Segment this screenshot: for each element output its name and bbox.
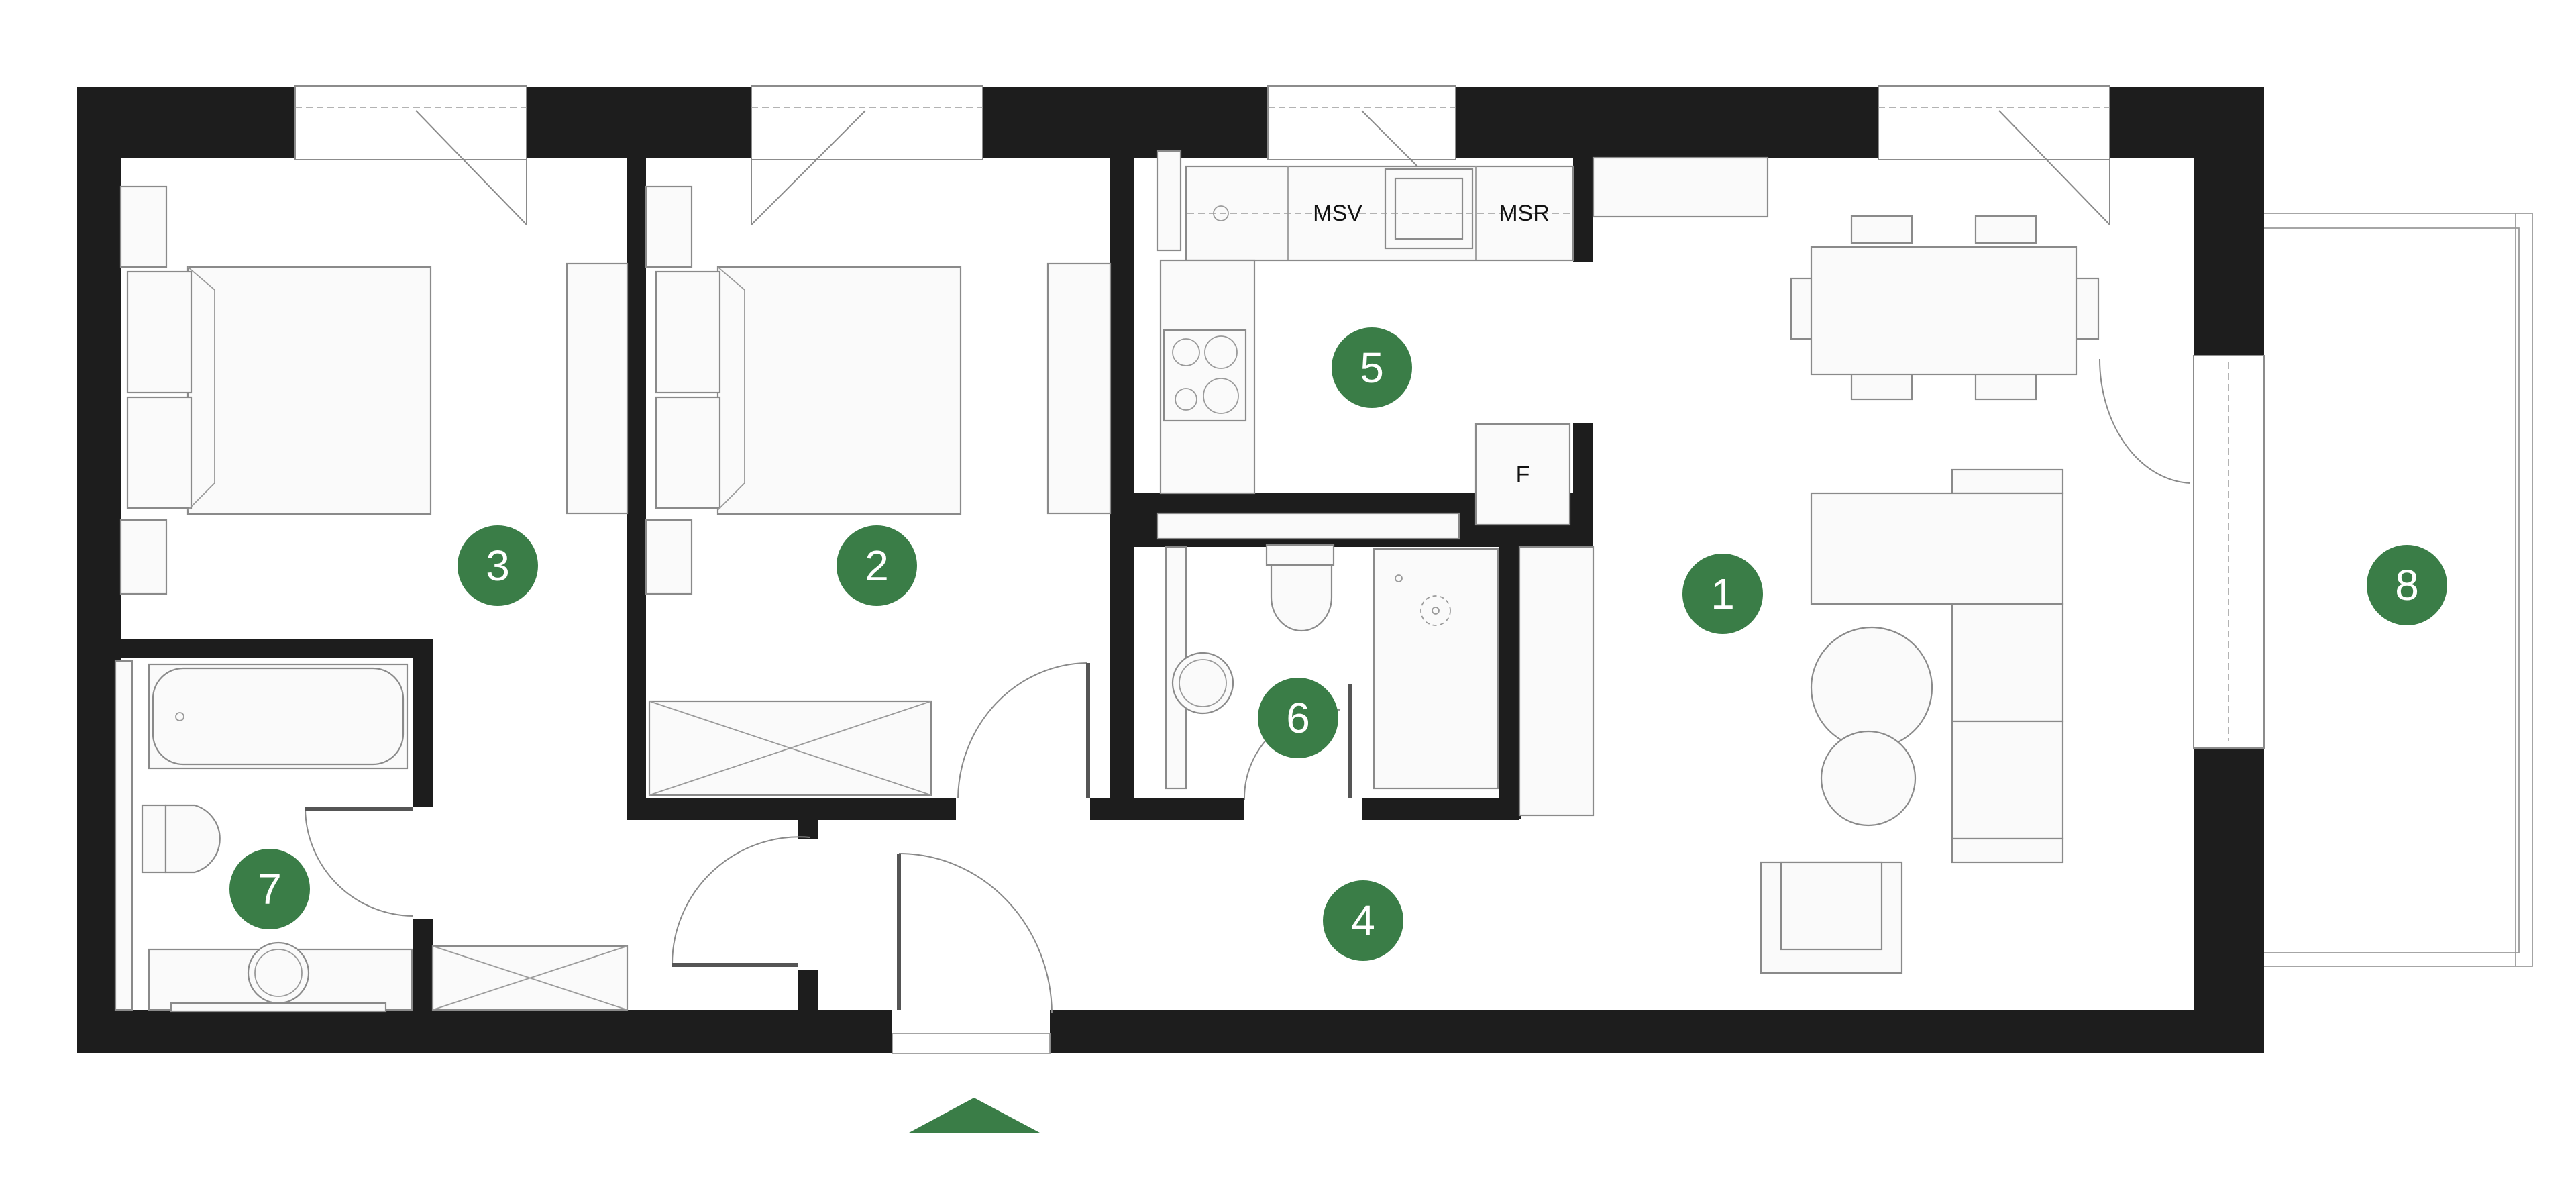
- entrance-arrow-icon: [909, 1098, 1040, 1133]
- room-badge-7: 7: [229, 849, 310, 929]
- room-badge-2: 2: [837, 525, 917, 606]
- room-badge-5: 5: [1332, 327, 1412, 408]
- bathroom-6-fixtures: [1165, 544, 1595, 817]
- room-number: 5: [1360, 344, 1384, 392]
- room-number: 7: [258, 865, 282, 913]
- room-number: 4: [1351, 896, 1375, 945]
- hallway-fixtures: [431, 662, 1090, 1014]
- room-number: 8: [2395, 561, 2419, 609]
- room-badge-6: 6: [1258, 678, 1338, 758]
- room-number: 6: [1286, 694, 1310, 742]
- room-badge-4: 4: [1323, 880, 1403, 961]
- fridge-label: F: [1516, 462, 1530, 487]
- bedroom-3-furniture: [119, 185, 629, 595]
- washing-machine-label: MSR: [1499, 201, 1550, 226]
- bathroom-7-fixtures: [114, 660, 413, 1013]
- room-badge-3: 3: [458, 525, 538, 606]
- room-number: 2: [865, 541, 889, 590]
- balcony: [2261, 213, 2533, 967]
- living-room-furniture: [1760, 215, 2191, 974]
- kitchen: [1156, 150, 1769, 526]
- room-badge-8: 8: [2367, 545, 2447, 625]
- dishwasher-label: MSV: [1313, 201, 1362, 226]
- room-number: 1: [1711, 570, 1735, 618]
- room-badge-1: 1: [1682, 554, 1763, 634]
- windows: [294, 85, 2110, 225]
- bedroom-2-furniture: [645, 185, 1112, 796]
- room-number: 3: [486, 541, 510, 590]
